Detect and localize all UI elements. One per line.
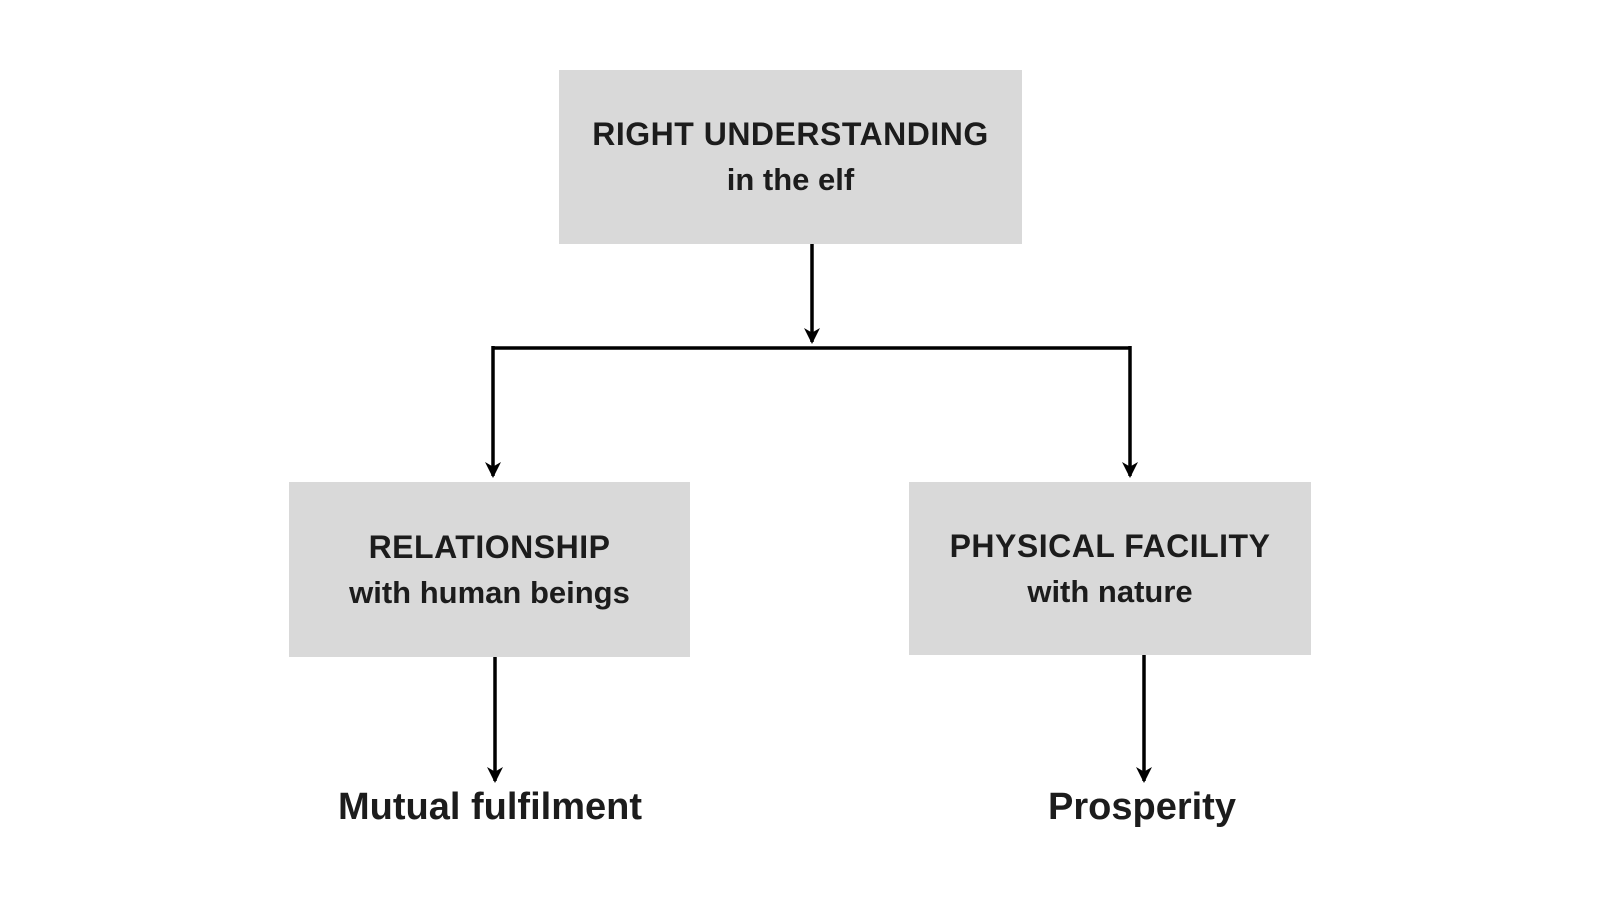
node-physical-facility-title: PHYSICAL FACILITY bbox=[949, 527, 1271, 564]
node-right-understanding: RIGHT UNDERSTANDING in the elf bbox=[559, 70, 1022, 244]
outcome-mutual-fulfilment: Mutual fulfilment bbox=[338, 786, 642, 828]
node-relationship-title: RELATIONSHIP bbox=[368, 528, 611, 565]
node-relationship-subtitle: with human beings bbox=[349, 574, 630, 610]
node-physical-facility: PHYSICAL FACILITY with nature bbox=[909, 482, 1311, 655]
node-relationship: RELATIONSHIP with human beings bbox=[289, 482, 690, 657]
node-right-understanding-subtitle: in the elf bbox=[726, 162, 855, 197]
node-physical-facility-subtitle: with nature bbox=[1027, 573, 1193, 609]
outcome-prosperity: Prosperity bbox=[1048, 786, 1236, 828]
node-right-understanding-title: RIGHT UNDERSTANDING bbox=[592, 116, 989, 152]
